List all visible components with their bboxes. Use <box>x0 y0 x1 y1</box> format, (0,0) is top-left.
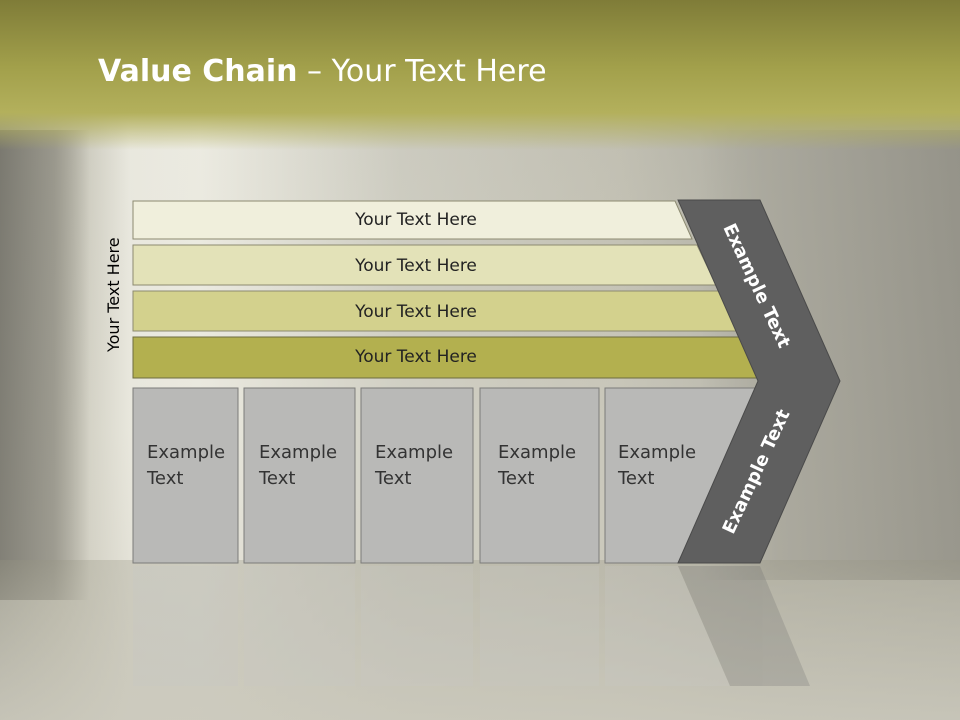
bar-3-label: Your Text Here <box>354 302 477 322</box>
column-5-line1: Example <box>618 442 697 463</box>
title-bold: Value Chain <box>98 54 298 89</box>
column-1-line1: Example <box>147 442 226 463</box>
chevron-arrow <box>677 199 841 564</box>
column-5-line2: Text <box>618 468 655 489</box>
column-2-line1: Example <box>259 442 338 463</box>
column-4-line1: Example <box>498 442 577 463</box>
column-1-line2: Text <box>147 468 184 489</box>
column-3-line1: Example <box>375 442 454 463</box>
column-2-text: Example Text <box>259 440 359 492</box>
bar-1-label: Your Text Here <box>354 210 477 230</box>
column-4 <box>479 387 600 564</box>
background-crowd <box>0 560 960 720</box>
column-2 <box>243 387 356 564</box>
column-4-line2: Text <box>498 468 535 489</box>
column-3-text: Example Text <box>375 440 475 492</box>
bar-2-label: Your Text Here <box>354 256 477 276</box>
column-5-text: Example Text <box>618 440 718 492</box>
column-4-text: Example Text <box>498 440 598 492</box>
column-3-line2: Text <box>375 468 412 489</box>
column-3 <box>360 387 474 564</box>
column-1-text: Example Text <box>147 440 247 492</box>
column-1 <box>132 387 239 564</box>
reflection <box>133 566 810 686</box>
background-building-left <box>0 130 90 600</box>
bar-1 <box>132 200 693 240</box>
column-2-line2: Text <box>259 468 296 489</box>
title-rest: – Your Text Here <box>297 54 547 89</box>
title-banner <box>0 0 960 150</box>
bar-4-label: Your Text Here <box>354 347 477 367</box>
slide-title: Value Chain – Your Text Here <box>98 54 547 89</box>
